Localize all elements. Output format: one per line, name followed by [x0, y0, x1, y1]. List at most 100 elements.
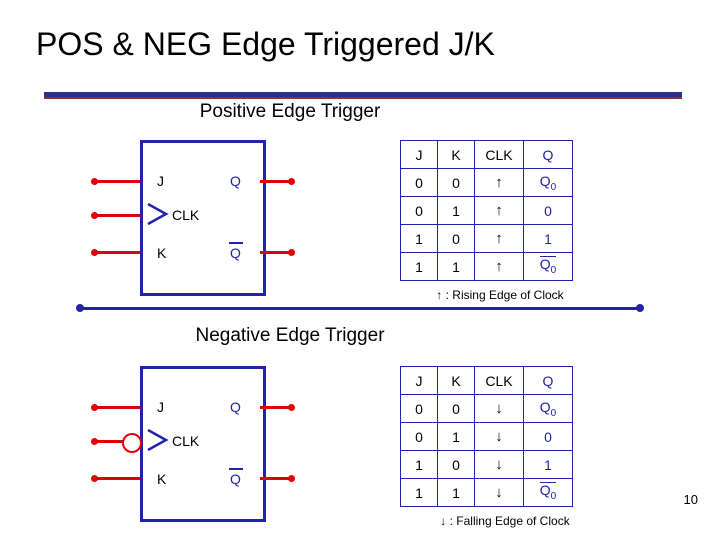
cell-q-subscript: 0: [550, 181, 557, 193]
cell-k: 1: [437, 478, 475, 507]
cell-clk: ↓: [474, 422, 524, 451]
header-j-negative: J: [400, 366, 438, 395]
section-label-negative: Negative Edge Trigger: [195, 325, 385, 346]
truth-table-positive: J K CLK Q 0 0 ↑ Q0 0 1 ↑ 0 1 0 ↑ 1 1 1 ↑…: [400, 140, 573, 281]
table-row: 0 0 ↓ Q0: [400, 394, 573, 423]
flipflop-label-k-negative: K: [157, 471, 167, 487]
pin-dot-j-positive: [91, 178, 98, 185]
clock-triangle-icon-negative: [147, 429, 169, 451]
header-k-positive: K: [437, 140, 475, 169]
cell-k: 0: [437, 450, 475, 479]
cell-q-subscript: 0: [550, 265, 557, 277]
cell-q: Q0: [523, 478, 573, 507]
truth-table-negative: J K CLK Q 0 0 ↓ Q0 0 1 ↓ 0 1 0 ↓ 1 1 1 ↓…: [400, 366, 573, 507]
note-falling-edge: ↓ : Falling Edge of Clock: [440, 514, 570, 528]
cell-q: 1: [523, 224, 573, 253]
cell-q: 1: [523, 450, 573, 479]
clock-triangle-icon-positive: [147, 203, 169, 225]
cell-k: 0: [437, 224, 475, 253]
cell-j: 0: [400, 168, 438, 197]
qbar-overline-negative: [229, 468, 243, 470]
table-row: 1 1 ↓ Q0: [400, 478, 573, 507]
table-row: 1 1 ↑ Q0: [400, 252, 573, 281]
cell-q: 0: [523, 196, 573, 225]
header-q-negative: Q: [523, 366, 573, 395]
cell-q-overline: Q0: [539, 482, 557, 503]
cell-clk: ↓: [474, 394, 524, 423]
table-row: 0 1 ↑ 0: [400, 196, 573, 225]
pin-dot-clk-positive: [91, 212, 98, 219]
cell-clk: ↑: [474, 224, 524, 253]
flipflop-label-clk-negative: CLK: [172, 433, 200, 449]
cell-k: 1: [437, 196, 475, 225]
cell-clk: ↓: [474, 450, 524, 479]
cell-j: 0: [400, 422, 438, 451]
cell-j: 0: [400, 196, 438, 225]
pin-wire-j-positive: [95, 180, 140, 183]
flipflop-label-clk-positive: CLK: [172, 207, 200, 223]
flipflop-label-q-negative: Q: [230, 399, 241, 415]
section-divider: [80, 307, 640, 310]
table-header-row-positive: J K CLK Q: [400, 140, 573, 169]
pin-wire-qbar-positive: [260, 251, 292, 254]
cell-q-value: Q: [539, 482, 551, 499]
cell-clk: ↑: [474, 252, 524, 281]
cell-q-overline: Q0: [539, 256, 557, 277]
cell-q-value: Q: [539, 256, 551, 273]
flipflop-label-qbar-positive: Q: [230, 245, 241, 261]
title-divider-rule: [44, 92, 682, 99]
header-q-positive: Q: [523, 140, 573, 169]
cell-j: 1: [400, 450, 438, 479]
pin-wire-j-negative: [95, 406, 140, 409]
flipflop-label-q-positive: Q: [230, 173, 241, 189]
cell-q-value: Q: [539, 398, 551, 415]
section-label-positive: Positive Edge Trigger: [199, 101, 381, 122]
cell-k: 1: [437, 252, 475, 281]
table-row: 1 0 ↓ 1: [400, 450, 573, 479]
table-row: 0 0 ↑ Q0: [400, 168, 573, 197]
cell-q: Q0: [523, 394, 573, 423]
cell-q-subscript: 0: [550, 491, 557, 503]
pin-dot-k-negative: [91, 475, 98, 482]
cell-k: 1: [437, 422, 475, 451]
pin-dot-qbar-negative: [288, 475, 295, 482]
page-number: 10: [683, 492, 698, 507]
cell-j: 1: [400, 224, 438, 253]
pin-wire-qbar-negative: [260, 477, 292, 480]
cell-k: 0: [437, 394, 475, 423]
header-clk-negative: CLK: [474, 366, 524, 395]
section-divider-dot-left: [76, 304, 84, 312]
cell-clk: ↓: [474, 478, 524, 507]
cell-q: Q0: [523, 252, 573, 281]
pin-dot-q-positive: [288, 178, 295, 185]
table-row: 0 1 ↓ 0: [400, 422, 573, 451]
pin-dot-clk-negative: [91, 438, 98, 445]
header-j-positive: J: [400, 140, 438, 169]
pin-wire-clk-positive: [95, 214, 140, 217]
table-header-row-negative: J K CLK Q: [400, 366, 573, 395]
pin-wire-q-negative: [260, 406, 292, 409]
inversion-bubble-icon-negative: [122, 433, 142, 453]
note-rising-edge: ↑ : Rising Edge of Clock: [436, 288, 564, 302]
cell-j: 0: [400, 394, 438, 423]
header-clk-positive: CLK: [474, 140, 524, 169]
pin-wire-k-negative: [95, 477, 140, 480]
cell-clk: ↑: [474, 196, 524, 225]
cell-j: 1: [400, 252, 438, 281]
pin-dot-j-negative: [91, 404, 98, 411]
cell-k: 0: [437, 168, 475, 197]
pin-wire-clk-negative: [95, 440, 124, 443]
section-divider-dot-right: [636, 304, 644, 312]
flipflop-label-j-positive: J: [157, 173, 164, 189]
pin-dot-q-negative: [288, 404, 295, 411]
pin-wire-k-positive: [95, 251, 140, 254]
flipflop-label-qbar-negative: Q: [230, 471, 241, 487]
page-title: POS & NEG Edge Triggered J/K: [36, 26, 495, 62]
cell-q-subscript: 0: [550, 407, 557, 419]
cell-j: 1: [400, 478, 438, 507]
flipflop-label-k-positive: K: [157, 245, 167, 261]
cell-clk: ↑: [474, 168, 524, 197]
table-row: 1 0 ↑ 1: [400, 224, 573, 253]
header-k-negative: K: [437, 366, 475, 395]
flipflop-label-j-negative: J: [157, 399, 164, 415]
